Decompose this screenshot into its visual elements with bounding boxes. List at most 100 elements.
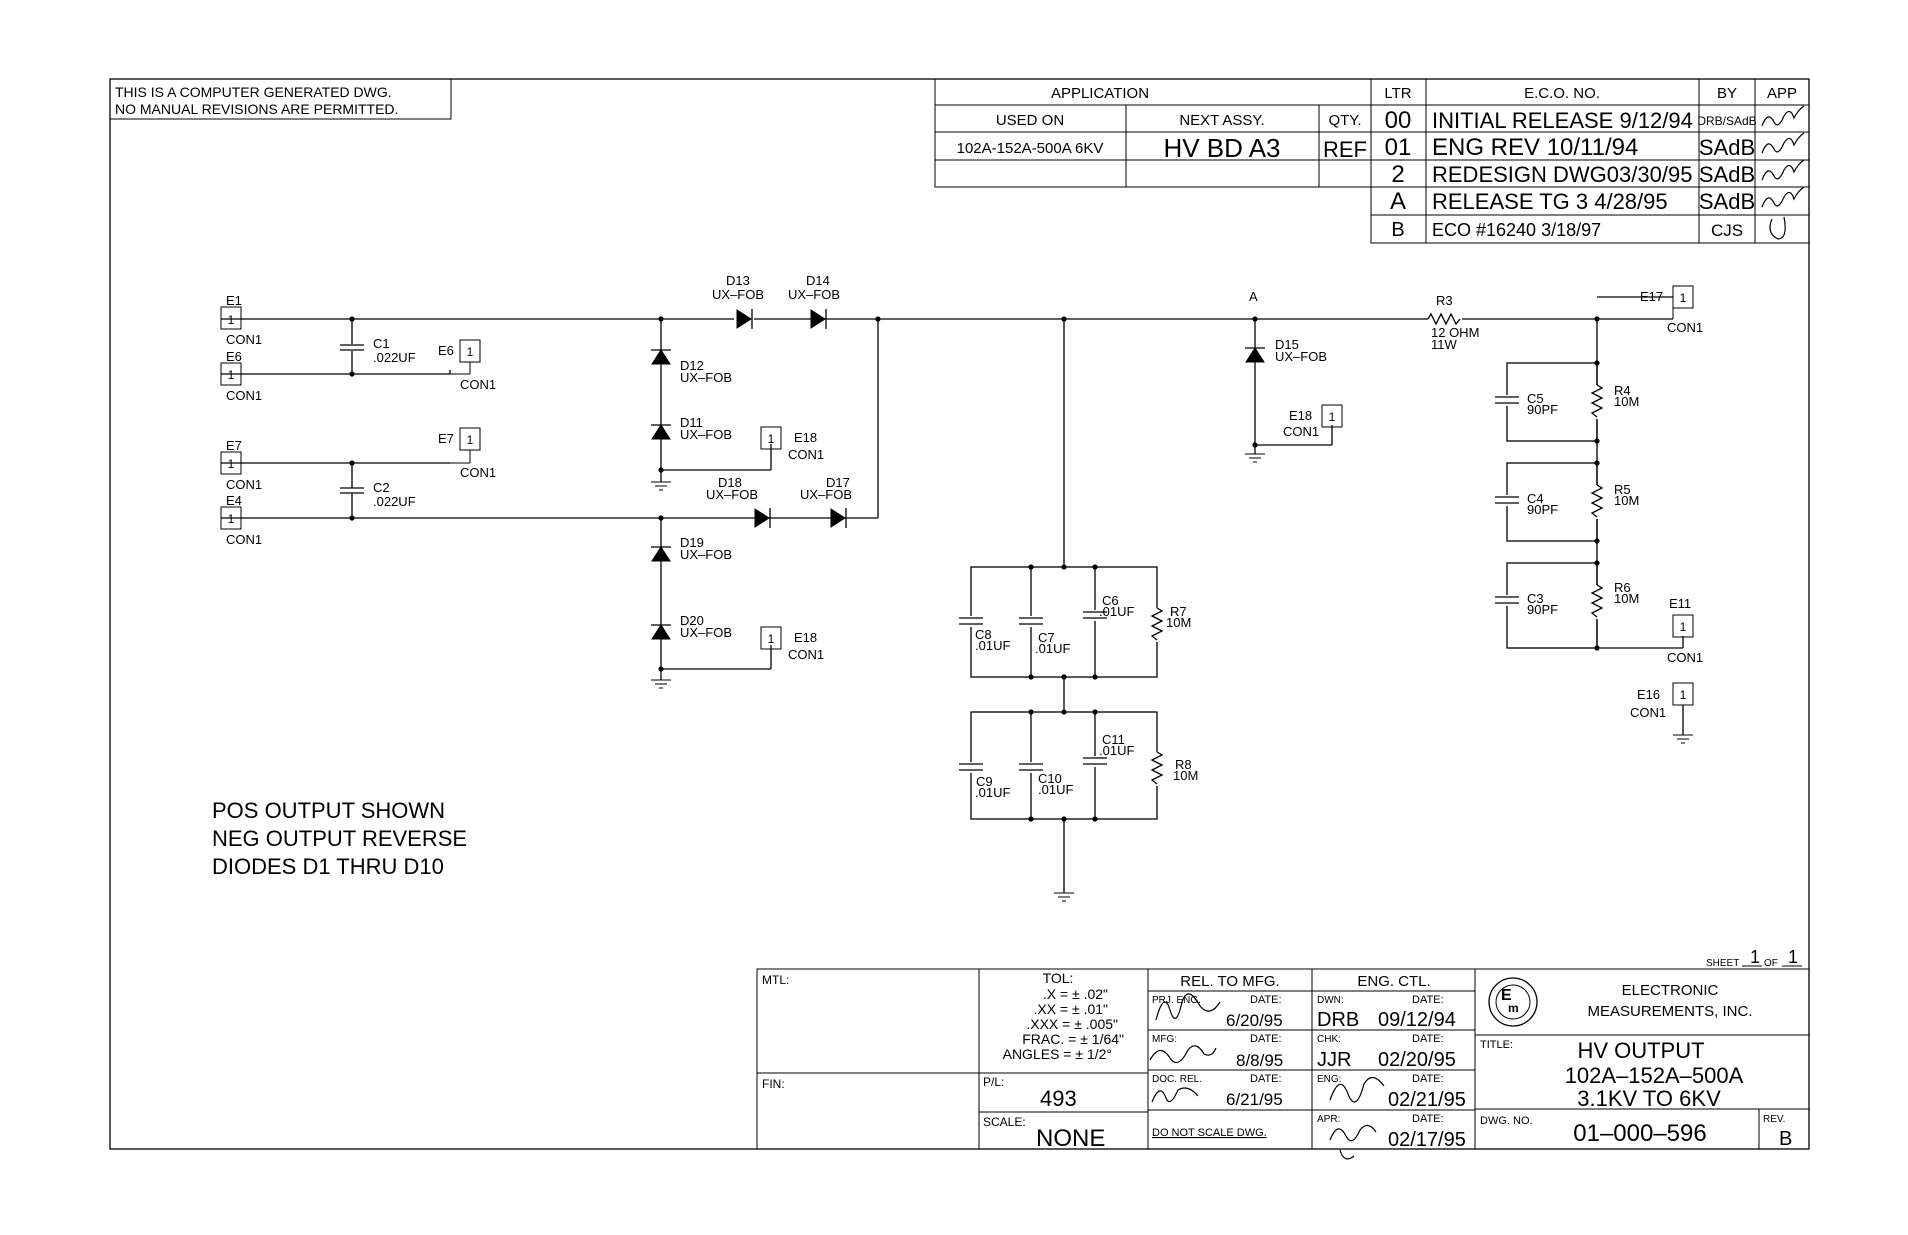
connector-ref: E7	[438, 431, 454, 446]
capacitor-ref: C6	[1102, 593, 1119, 608]
rev-by: SAdB	[1699, 162, 1755, 187]
scale-value: NONE	[1036, 1125, 1105, 1152]
diode-ref: D20	[680, 613, 704, 628]
doc-rel-label: DOC. REL.	[1152, 1074, 1202, 1085]
signatures	[1149, 993, 1385, 1160]
diode-ref: D11	[680, 415, 703, 430]
diode-d11: D11 UX–FOB	[651, 415, 732, 442]
capacitor-value: .022UF	[373, 350, 416, 365]
capacitor-ref: C10	[1038, 771, 1062, 786]
connector-pin: 1	[228, 368, 235, 382]
resistor-r4: R4 10M	[1590, 383, 1639, 419]
chk-date: 02/20/95	[1378, 1049, 1456, 1071]
rev-label: REV.	[1763, 1114, 1785, 1125]
capacitor-value: .01UF	[975, 638, 1010, 653]
company-logo: E m	[1488, 977, 1538, 1027]
capacitor-ref: C1	[373, 336, 390, 351]
connector-pin: 1	[467, 345, 474, 359]
date-label: DATE:	[1412, 994, 1444, 1006]
rev-eco: ECO #16240 3/18/97	[1432, 220, 1601, 240]
connector-pin: 1	[228, 512, 235, 526]
diode-d12: D12 UX–FOB	[651, 349, 732, 385]
note-line2: NEG OUTPUT REVERSE	[212, 826, 467, 851]
title-label: TITLE:	[1480, 1039, 1513, 1051]
connector-ref: E18	[794, 430, 817, 445]
rev-ltr: 01	[1385, 134, 1412, 161]
notice-box: THIS IS A COMPUTER GENERATED DWG. NO MAN…	[109, 78, 452, 120]
connector-type: CON1	[460, 377, 496, 392]
app-header: APP	[1767, 85, 1797, 102]
diode-d18: D18 UX–FOB	[706, 475, 771, 528]
connector-e17: 1 E17 CON1	[1640, 285, 1703, 335]
diode-d14: D14 UX–FOB	[788, 273, 840, 329]
apr-label: APR:	[1317, 1114, 1340, 1125]
connector-ref: E6	[226, 349, 242, 364]
connector-ref: E11	[1669, 596, 1691, 611]
resistor-watts: 11W	[1431, 337, 1457, 352]
connector-e6-right: 1 E6 CON1	[438, 339, 496, 392]
used-on-header: USED ON	[996, 112, 1064, 129]
diode-ref: D15	[1275, 337, 1299, 352]
connector-type: CON1	[788, 447, 824, 462]
capacitor-c11: C11 .01UF	[1083, 732, 1134, 767]
resistor-ref: R7	[1170, 604, 1187, 619]
resistor-ref: R4	[1614, 383, 1631, 398]
connector-pin: 1	[228, 313, 235, 327]
connector-pin: 1	[768, 632, 775, 646]
tolerance-line: .XXX = ± .005"	[1026, 1016, 1118, 1032]
diode-type: UX–FOB	[788, 287, 840, 302]
apr-date: 02/17/95	[1388, 1129, 1466, 1151]
connector-e11: 1 E11 CON1	[1667, 596, 1703, 665]
parts-list-value: 493	[1040, 1086, 1077, 1111]
connector-pin: 1	[1680, 291, 1687, 305]
notice-line1: THIS IS A COMPUTER GENERATED DWG.	[115, 84, 392, 100]
capacitor-ref: C11	[1102, 732, 1125, 747]
qty-value: REF	[1323, 137, 1367, 162]
resistor-r6: R6 10M	[1590, 580, 1639, 619]
tolerance-label: TOL:	[1043, 970, 1074, 986]
diode-ref: D12	[680, 358, 704, 373]
connector-e4: 1 E4 CON1	[220, 493, 262, 547]
capacitor-value: .01UF	[1099, 604, 1134, 619]
diode-ref: D17	[826, 475, 850, 490]
capacitor-ref: C7	[1038, 630, 1055, 645]
logo-letter-m: m	[1508, 1001, 1519, 1015]
capacitor-c1: C1 .022UF	[340, 336, 416, 365]
diode-type: UX–FOB	[680, 547, 732, 562]
diode-d20: D20 UX–FOB	[651, 613, 732, 640]
tolerance-line: ANGLES = ± 1/2°	[1003, 1046, 1112, 1062]
eng-date: 02/21/95	[1388, 1089, 1466, 1111]
tolerance-line: FRAC. = ± 1/64"	[1022, 1031, 1124, 1047]
scale-label: SCALE:	[983, 1115, 1026, 1129]
finish-label: FIN:	[762, 1077, 785, 1091]
diode-type: UX–FOB	[680, 370, 732, 385]
date-label: DATE:	[1250, 1073, 1282, 1085]
application-header: APPLICATION	[1051, 85, 1149, 102]
dwn-date: 09/12/94	[1378, 1009, 1456, 1031]
dwn-value: DRB	[1317, 1009, 1359, 1031]
title-line1: HV OUTPUT	[1577, 1038, 1704, 1063]
company-name-1: ELECTRONIC	[1622, 982, 1719, 999]
eng-label: ENG:	[1317, 1074, 1341, 1085]
note-line3: DIODES D1 THRU D10	[212, 854, 444, 879]
dwg-no-value: 01–000–596	[1573, 1120, 1706, 1147]
connector-e1: 1 E1 CON1	[220, 293, 262, 347]
diode-ref: D13	[726, 273, 750, 288]
diode-type: UX–FOB	[1275, 349, 1327, 364]
capacitor-ref: C9	[976, 774, 993, 789]
connector-type: CON1	[1283, 424, 1319, 439]
capacitor-c2: C2 .022UF	[340, 480, 416, 509]
do-not-scale-note: DO NOT SCALE DWG.	[1152, 1127, 1267, 1139]
capacitor-value: .022UF	[373, 494, 416, 509]
diode-ref: D19	[680, 535, 704, 550]
logo-letter-e: E	[1501, 987, 1512, 1004]
connector-ref: E7	[226, 438, 242, 453]
resistor-ref: R8	[1175, 757, 1192, 772]
dwn-label: DWN:	[1317, 995, 1344, 1006]
connector-type: CON1	[460, 465, 496, 480]
eng-ctl-header: ENG. CTL.	[1357, 973, 1430, 990]
eco-header: E.C.O. NO.	[1524, 85, 1600, 102]
connector-ref: E6	[438, 343, 454, 358]
resistor-value: 10M	[1173, 768, 1198, 783]
